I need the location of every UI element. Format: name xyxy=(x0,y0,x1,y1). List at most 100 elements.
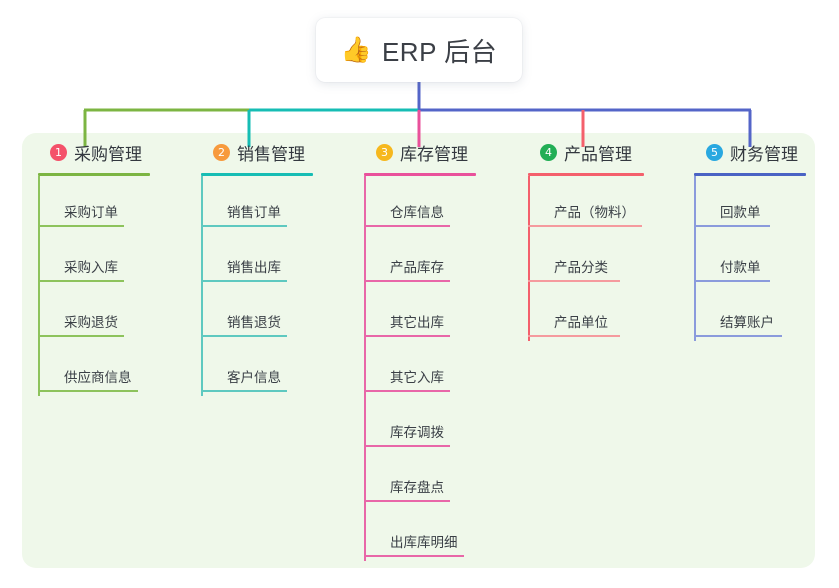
branch-item[interactable]: 产品分类 xyxy=(528,231,644,286)
branch-item-label: 其它出库 xyxy=(390,315,444,330)
branch-number-badge: 5 xyxy=(706,143,723,161)
branch-item[interactable]: 客户信息 xyxy=(201,341,313,396)
branch-item[interactable]: 销售退货 xyxy=(201,286,313,341)
branch-number-badge: 2 xyxy=(213,143,230,161)
branch-item-list: 销售订单销售出库销售退货客户信息 xyxy=(201,176,313,396)
branch-header-underline xyxy=(201,173,313,176)
branch-item-label: 库存调拨 xyxy=(390,425,444,440)
branch-header-underline xyxy=(364,173,476,176)
branch-item-label: 采购订单 xyxy=(64,205,118,220)
branch-spine xyxy=(201,176,203,396)
branch-spine xyxy=(38,176,40,396)
branch-item[interactable]: 其它出库 xyxy=(364,286,476,341)
branch-item-underline xyxy=(364,555,464,557)
branch-item[interactable]: 结算账户 xyxy=(694,286,806,341)
branch-column-5: 5 财务管理回款单付款单结算账户 xyxy=(694,133,806,341)
branch-item-label: 回款单 xyxy=(720,205,761,220)
branch-item-label: 产品（物料） xyxy=(554,205,635,220)
branch-item-underline xyxy=(364,280,450,282)
branch-number-badge: 3 xyxy=(376,143,393,161)
branch-item-underline xyxy=(694,335,782,337)
branch-item[interactable]: 产品单位 xyxy=(528,286,644,341)
branch-item-label: 销售订单 xyxy=(227,205,281,220)
branch-item-label: 供应商信息 xyxy=(64,370,132,385)
branch-item-label: 销售出库 xyxy=(227,260,281,275)
branch-header-underline xyxy=(694,173,806,176)
branch-item-list: 产品（物料） 产品分类产品单位 xyxy=(528,176,644,341)
branch-title: 采购管理 xyxy=(74,144,142,164)
branch-columns: 1 采购管理采购订单采购入库采购退货供应商信息 2 销售管理销售订单销售出库销售退货客… xyxy=(0,133,839,568)
branch-item-label: 付款单 xyxy=(720,260,761,275)
branch-item[interactable]: 其它入库 xyxy=(364,341,476,396)
branch-item-list: 采购订单采购入库采购退货供应商信息 xyxy=(38,176,150,396)
thumbs-up-icon: 👍 xyxy=(340,35,372,64)
branch-item-label: 库存盘点 xyxy=(390,480,444,495)
branch-item[interactable]: 采购入库 xyxy=(38,231,150,286)
branch-item[interactable]: 销售订单 xyxy=(201,176,313,231)
branch-title: 销售管理 xyxy=(237,144,305,164)
branch-item-label: 产品库存 xyxy=(390,260,444,275)
branch-item-underline xyxy=(38,390,138,392)
branch-item-underline xyxy=(528,225,642,227)
branch-item[interactable]: 付款单 xyxy=(694,231,806,286)
branch-item-underline xyxy=(694,280,770,282)
branch-item-underline xyxy=(364,445,450,447)
branch-item-underline xyxy=(364,335,450,337)
branch-item-underline xyxy=(528,335,620,337)
branch-title: 库存管理 xyxy=(400,144,468,164)
branch-item-list: 回款单付款单结算账户 xyxy=(694,176,806,341)
branch-header-5[interactable]: 5 财务管理 xyxy=(694,133,806,171)
branch-item-underline xyxy=(201,225,287,227)
branch-item[interactable]: 供应商信息 xyxy=(38,341,150,396)
branch-item-underline xyxy=(38,280,124,282)
branch-item[interactable]: 销售出库 xyxy=(201,231,313,286)
branch-item-label: 销售退货 xyxy=(227,315,281,330)
branch-header-2[interactable]: 2 销售管理 xyxy=(201,133,313,171)
branch-item[interactable]: 产品库存 xyxy=(364,231,476,286)
branch-item-underline xyxy=(364,390,450,392)
branch-column-1: 1 采购管理采购订单采购入库采购退货供应商信息 xyxy=(38,133,150,396)
branch-item[interactable]: 仓库信息 xyxy=(364,176,476,231)
branch-item-label: 采购入库 xyxy=(64,260,118,275)
root-node[interactable]: 👍 ERP 后台 xyxy=(316,18,522,82)
branch-item[interactable]: 出库库明细 xyxy=(364,506,476,561)
branch-item-underline xyxy=(38,335,124,337)
branch-item-underline xyxy=(38,225,124,227)
branch-item-label: 产品单位 xyxy=(554,315,608,330)
branch-item-underline xyxy=(201,280,287,282)
branch-item-list: 仓库信息产品库存其它出库其它入库库存调拨库存盘点出库库明细 xyxy=(364,176,476,561)
branch-item[interactable]: 库存调拨 xyxy=(364,396,476,451)
branch-item-underline xyxy=(364,500,450,502)
branch-item[interactable]: 产品（物料） xyxy=(528,176,644,231)
branch-item-underline xyxy=(528,280,620,282)
branch-item-label: 其它入库 xyxy=(390,370,444,385)
branch-item-label: 客户信息 xyxy=(227,370,281,385)
branch-item-underline xyxy=(694,225,770,227)
branch-title: 财务管理 xyxy=(730,144,798,164)
branch-item-underline xyxy=(201,390,287,392)
branch-item-label: 仓库信息 xyxy=(390,205,444,220)
branch-title: 产品管理 xyxy=(564,144,632,164)
branch-item[interactable]: 回款单 xyxy=(694,176,806,231)
branch-spine xyxy=(528,176,530,341)
branch-item[interactable]: 采购退货 xyxy=(38,286,150,341)
branch-item-label: 产品分类 xyxy=(554,260,608,275)
root-title: ERP 后台 xyxy=(381,36,498,67)
branch-header-underline xyxy=(528,173,644,176)
branch-spine xyxy=(694,176,696,341)
branch-item-label: 出库库明细 xyxy=(390,535,458,550)
branch-item-label: 结算账户 xyxy=(720,315,774,330)
branch-header-3[interactable]: 3 库存管理 xyxy=(364,133,476,171)
branch-header-1[interactable]: 1 采购管理 xyxy=(38,133,150,171)
branch-header-underline xyxy=(38,173,150,176)
branch-number-badge: 1 xyxy=(50,143,67,161)
branch-item[interactable]: 采购订单 xyxy=(38,176,150,231)
branches-panel xyxy=(22,133,815,568)
branch-item-underline xyxy=(364,225,450,227)
branch-item-label: 采购退货 xyxy=(64,315,118,330)
branch-spine xyxy=(364,176,366,561)
branch-item[interactable]: 库存盘点 xyxy=(364,451,476,506)
